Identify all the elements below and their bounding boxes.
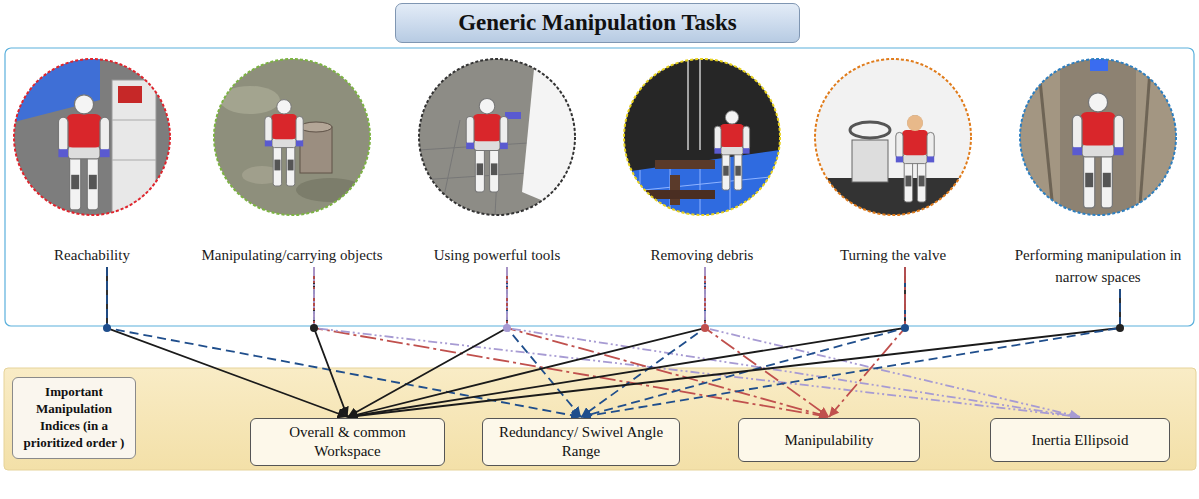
task-ring-outline xyxy=(214,59,370,215)
index-text: Redundancy/ Swivel Angle Range xyxy=(493,423,669,461)
task-caption: Removing debris xyxy=(607,244,797,266)
connector-arrow xyxy=(107,267,348,417)
task-circle: Reachability xyxy=(0,57,187,266)
task-ring-outline xyxy=(419,59,575,215)
index-text: Important Manipulation Indices (in a pri… xyxy=(18,384,130,452)
valve-illustration xyxy=(815,59,971,218)
index-box: Overall & common Workspace xyxy=(250,418,445,466)
task-circle: Using powerful tools xyxy=(402,57,592,266)
connector-arrow xyxy=(314,267,348,417)
junction-dot xyxy=(1116,324,1124,332)
task-caption: Manipulating/carrying objects xyxy=(197,244,387,266)
index-box: Manipulability xyxy=(738,418,920,462)
index-box: Redundancy/ Swivel Angle Range xyxy=(482,418,680,466)
connector-arrow xyxy=(314,267,1080,417)
index-text: Overall & common Workspace xyxy=(261,423,434,461)
narrow-illustration xyxy=(1020,59,1176,215)
index-box: Inertia Ellipsoid xyxy=(990,418,1170,462)
connector-arrow xyxy=(348,267,906,417)
connector-arrow xyxy=(581,267,705,417)
task-ring xyxy=(0,57,187,217)
title-banner: Generic Manipulation Tasks xyxy=(395,3,800,43)
task-caption: Using powerful tools xyxy=(402,244,592,266)
connector-arrow xyxy=(507,267,829,417)
tool-illustration xyxy=(419,59,577,215)
connector-arrow xyxy=(705,267,829,417)
junction-dot xyxy=(103,324,111,332)
task-ring xyxy=(1003,57,1193,217)
connector-arrow xyxy=(705,267,1080,417)
task-ring-outline xyxy=(815,59,971,215)
connector-arrow xyxy=(581,267,905,417)
task-ring xyxy=(197,57,387,217)
connector-arrow xyxy=(314,267,829,417)
task-ring xyxy=(402,57,592,217)
debris-illustration xyxy=(624,59,780,215)
task-circle: Removing debris xyxy=(607,57,797,266)
junction-dot xyxy=(701,324,709,332)
connector-arrow xyxy=(581,289,1120,417)
task-caption: Turning the valve xyxy=(798,244,988,266)
index-text: Manipulability xyxy=(784,431,873,450)
task-circle: Manipulating/carrying objects xyxy=(197,57,387,266)
connector-arrow xyxy=(829,267,905,417)
task-circle: Performing manipulation in narrow spaces xyxy=(1003,57,1193,288)
index-heading-box: Important Manipulation Indices (in a pri… xyxy=(12,377,136,459)
task-ring-outline xyxy=(14,59,170,215)
task-caption: Performing manipulation in narrow spaces xyxy=(1003,244,1193,288)
task-ring-outline xyxy=(1020,59,1176,215)
connector-arrow xyxy=(348,267,706,417)
junction-dot xyxy=(901,324,909,332)
junction-dot xyxy=(503,324,511,332)
connector-arrow xyxy=(348,289,1121,417)
carry-illustration xyxy=(214,59,370,215)
reach-illustration xyxy=(14,59,170,215)
index-text: Inertia Ellipsoid xyxy=(1031,431,1128,450)
junction-dot xyxy=(310,324,318,332)
task-caption: Reachability xyxy=(0,244,187,266)
task-circle: Turning the valve xyxy=(798,57,988,266)
task-ring-outline xyxy=(624,59,780,215)
task-ring xyxy=(607,57,797,217)
connector-arrow xyxy=(107,267,581,417)
task-ring xyxy=(798,57,988,217)
index-band xyxy=(4,368,1196,470)
task-panel xyxy=(5,48,1194,326)
